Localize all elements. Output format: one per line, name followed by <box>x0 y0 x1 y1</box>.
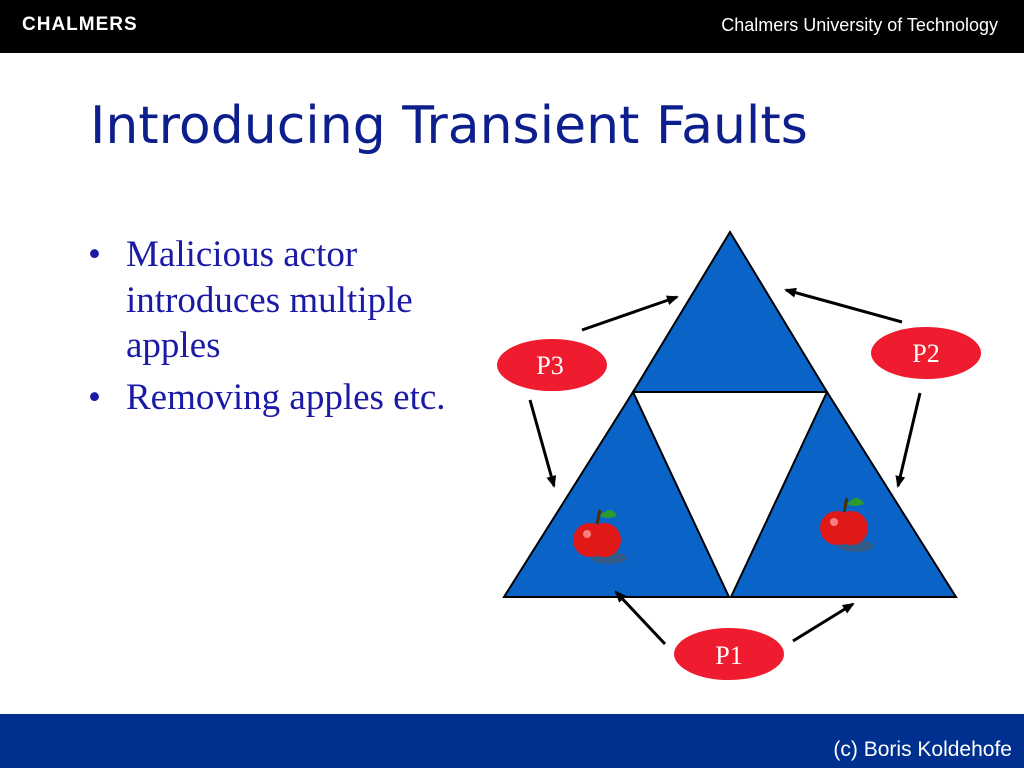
arrow-p2-to-top <box>784 287 903 324</box>
bullet-item: • Malicious actor introduces multiple ap… <box>88 232 498 369</box>
arrow-p3-to-left <box>528 399 557 488</box>
copyright-text: (c) Boris Koldehofe <box>833 738 1012 761</box>
apple-icon <box>820 497 874 552</box>
footer-bar: (c) Boris Koldehofe <box>0 714 1024 768</box>
slide-title: Introducing Transient Faults <box>90 96 808 156</box>
arrow-p3-to-top <box>581 295 679 332</box>
triangle-top <box>631 230 829 393</box>
bullet-item: • Removing apples etc. <box>88 375 498 421</box>
bullet-dot: • <box>88 234 101 275</box>
triangle-right <box>729 389 958 598</box>
node-p3: P3 <box>495 337 609 393</box>
node-p3-label: P3 <box>536 351 563 380</box>
header-bar: CHALMERS Chalmers University of Technolo… <box>0 0 1024 53</box>
university-name: Chalmers University of Technology <box>721 15 998 35</box>
arrow-p2-to-right <box>895 392 922 488</box>
bullet-text: Malicious actor introduces multiple appl… <box>126 234 413 366</box>
bullet-list: • Malicious actor introduces multiple ap… <box>88 232 498 426</box>
node-p1-label: P1 <box>715 641 742 670</box>
node-p2-label: P2 <box>912 339 939 368</box>
arrow-p1-to-right <box>792 602 855 643</box>
arrow-p1-to-left <box>614 590 667 646</box>
bullet-text: Removing apples etc. <box>126 376 446 418</box>
bullet-dot: • <box>88 376 101 418</box>
apple-icon <box>573 509 627 564</box>
node-p1: P1 <box>672 626 786 682</box>
chalmers-logo: CHALMERS <box>22 14 138 35</box>
node-p2: P2 <box>869 325 983 381</box>
